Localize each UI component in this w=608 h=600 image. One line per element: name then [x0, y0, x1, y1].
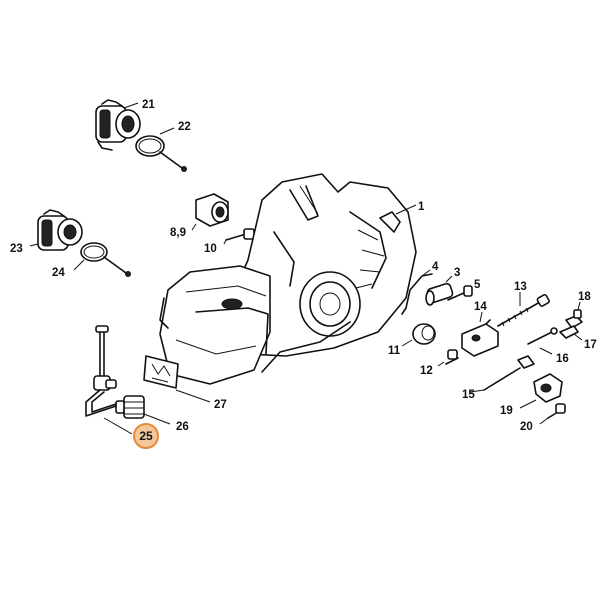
part-13-screw[interactable]: [497, 293, 550, 327]
part-20-screw[interactable]: [547, 403, 566, 419]
callout-19: 19: [500, 405, 513, 417]
callout-17: 17: [584, 339, 597, 351]
callout-15: 15: [462, 389, 475, 401]
callout-18: 18: [578, 291, 591, 303]
part-19-bracket[interactable]: [533, 373, 563, 403]
part-16-rod[interactable]: [527, 327, 558, 345]
part-18-clip[interactable]: [565, 309, 583, 329]
callout-24: 24: [52, 267, 65, 279]
callout-26: 26: [176, 421, 189, 433]
callout-25-highlight[interactable]: 25: [133, 423, 159, 449]
part-24-oil-hose[interactable]: [80, 242, 131, 277]
callout-10: 10: [204, 243, 217, 255]
part-14-bracket[interactable]: [461, 319, 499, 357]
callout-13: 13: [514, 281, 527, 293]
part-1-crankcase[interactable]: [159, 173, 417, 385]
part-8-9-buffer[interactable]: [195, 193, 229, 227]
callout-25: 25: [139, 429, 153, 443]
callout-11: 11: [388, 345, 401, 357]
highlight-ring: [133, 423, 159, 449]
part-21-oil-pump[interactable]: [95, 99, 141, 151]
part-23-oil-pump[interactable]: [37, 209, 83, 251]
callout-3: 3: [454, 267, 460, 279]
callout-5: 5: [474, 279, 481, 291]
callout-4: 4: [432, 261, 439, 273]
callout-12: 12: [420, 365, 433, 377]
part-5-bolt[interactable]: [447, 285, 473, 301]
callout-27: 27: [214, 399, 227, 411]
part-3-sleeve[interactable]: [425, 282, 454, 306]
part-15-screw[interactable]: [483, 355, 535, 391]
part-27-decal[interactable]: [143, 355, 179, 389]
part-4-rod[interactable]: [401, 273, 433, 315]
callout-21: 21: [142, 99, 155, 111]
callout-14: 14: [474, 301, 487, 313]
callout-20: 20: [520, 421, 533, 433]
part-22-oil-hose[interactable]: [135, 135, 187, 172]
callout-22: 22: [178, 121, 191, 133]
part-10-screw[interactable]: [225, 228, 255, 241]
callout-8-9: 8,9: [170, 227, 186, 239]
part-12-screw[interactable]: [445, 349, 459, 365]
part-26-filter[interactable]: [115, 395, 145, 419]
part-25-pickup-body[interactable]: [85, 325, 117, 417]
callout-16: 16: [556, 353, 569, 365]
part-17-pin[interactable]: [559, 325, 579, 339]
callout-23: 23: [10, 243, 23, 255]
callout-1: 1: [418, 201, 425, 213]
part-11-cap[interactable]: [412, 323, 436, 345]
